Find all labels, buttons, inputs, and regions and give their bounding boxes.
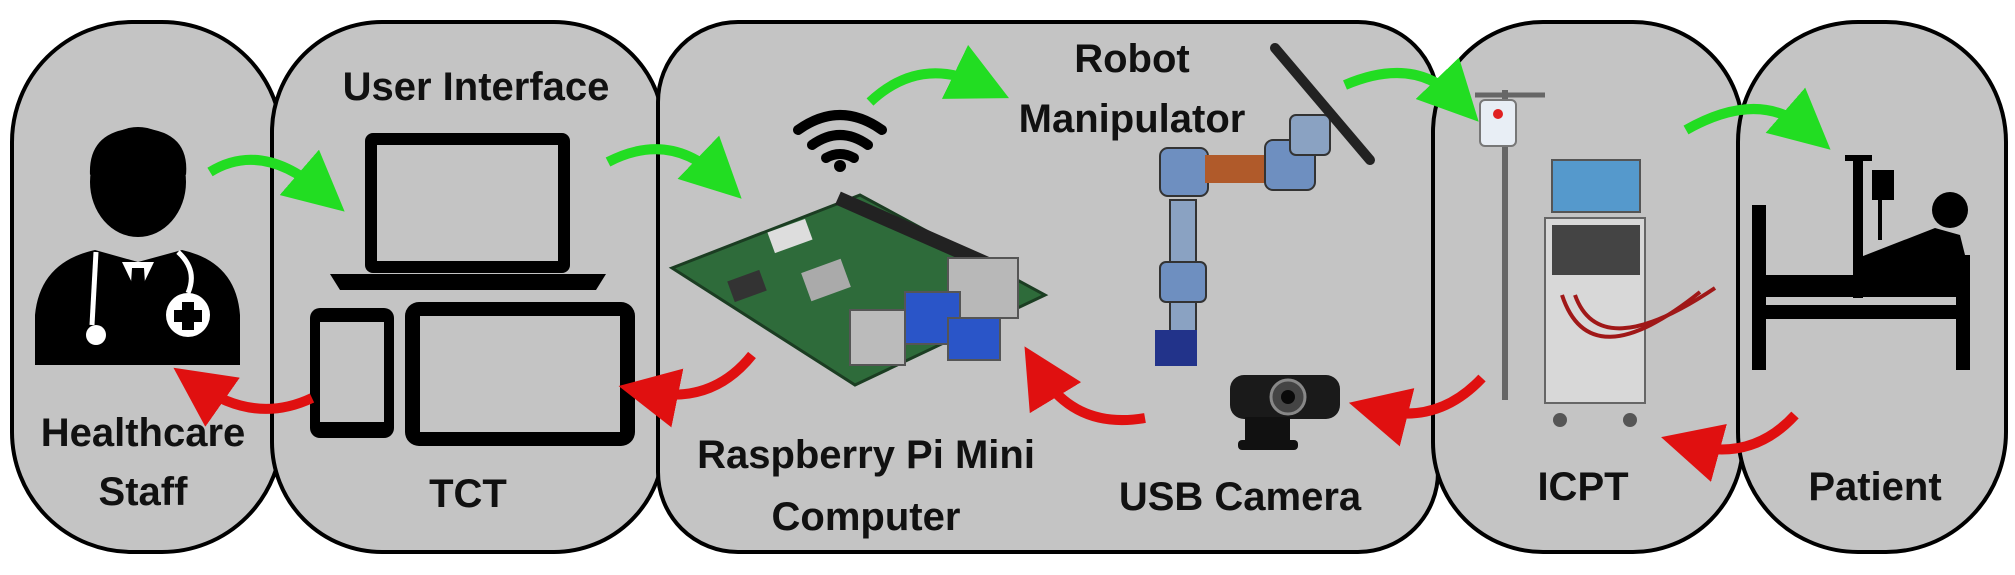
label-robot-line2: Manipulator — [1019, 97, 1246, 141]
camera-icon — [1230, 375, 1340, 450]
label-patient: Patient — [1808, 465, 1941, 509]
arrow-tct-to-staff — [173, 367, 315, 427]
arrow-robot-to-icpt — [1343, 57, 1479, 122]
raspberry-pi-board — [668, 191, 1049, 387]
arrow-rpi-to-tct — [618, 351, 756, 428]
label-rpi-line1: Raspberry Pi Mini — [697, 433, 1035, 477]
arrow-icpt-to-patient — [1683, 87, 1831, 150]
robot-arm — [1155, 43, 1375, 366]
phone-icon — [310, 308, 394, 438]
arrow-wifi-to-robot — [866, 44, 1010, 106]
tablet-icon — [405, 302, 635, 446]
arrow-tct-to-rpi — [605, 135, 742, 199]
label-healthcare-line1: Healthcare — [41, 411, 246, 455]
arrow-camera-to-rpi — [1024, 346, 1146, 426]
arrow-icpt-to-camera — [1348, 374, 1486, 447]
label-user-interface: User Interface — [343, 65, 610, 109]
patient-bed-icon — [1752, 155, 1970, 370]
laptop-icon — [330, 133, 606, 290]
label-usb-camera: USB Camera — [1119, 475, 1362, 519]
wifi-icon — [793, 110, 887, 163]
wifi-dot — [834, 160, 846, 172]
arrow-patient-to-icpt — [1661, 411, 1799, 482]
label-rpi-line2: Computer — [772, 495, 961, 539]
label-icpt: ICPT — [1537, 465, 1628, 509]
doctor-icon — [35, 127, 240, 365]
infusion-pump — [1475, 90, 1717, 427]
label-healthcare-line2: Staff — [99, 470, 189, 514]
arrow-staff-to-tct — [207, 149, 345, 212]
label-tct: TCT — [429, 472, 507, 516]
label-robot-line1: Robot — [1074, 37, 1190, 81]
